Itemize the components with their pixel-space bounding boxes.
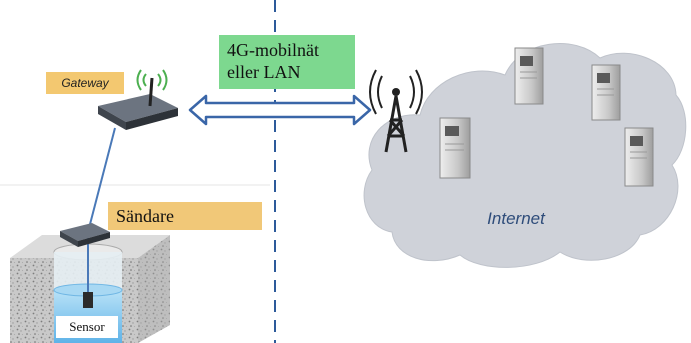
transmitter-device-icon <box>60 223 110 247</box>
server-icon <box>514 47 544 105</box>
cell-tower-icon <box>369 69 423 153</box>
gateway-label: Gateway <box>46 72 124 94</box>
server-icon <box>624 127 654 187</box>
transmitter-label: Sändare <box>108 202 262 230</box>
bidirectional-arrow <box>188 94 372 126</box>
server-icon <box>591 64 621 121</box>
sensor-label: Sensor <box>56 316 118 338</box>
wifi-signal-icon <box>136 69 168 91</box>
network-label: 4G-mobilnät eller LAN <box>219 35 355 89</box>
network-label-line-1: 4G-mobilnät <box>227 40 319 60</box>
gateway-device-icon <box>98 77 178 130</box>
sensor-probe-icon <box>83 292 93 308</box>
network-label-line-2: eller LAN <box>227 62 301 82</box>
internet-label: Internet <box>487 209 545 228</box>
server-icon <box>439 117 471 179</box>
gateway-cable <box>87 127 116 233</box>
